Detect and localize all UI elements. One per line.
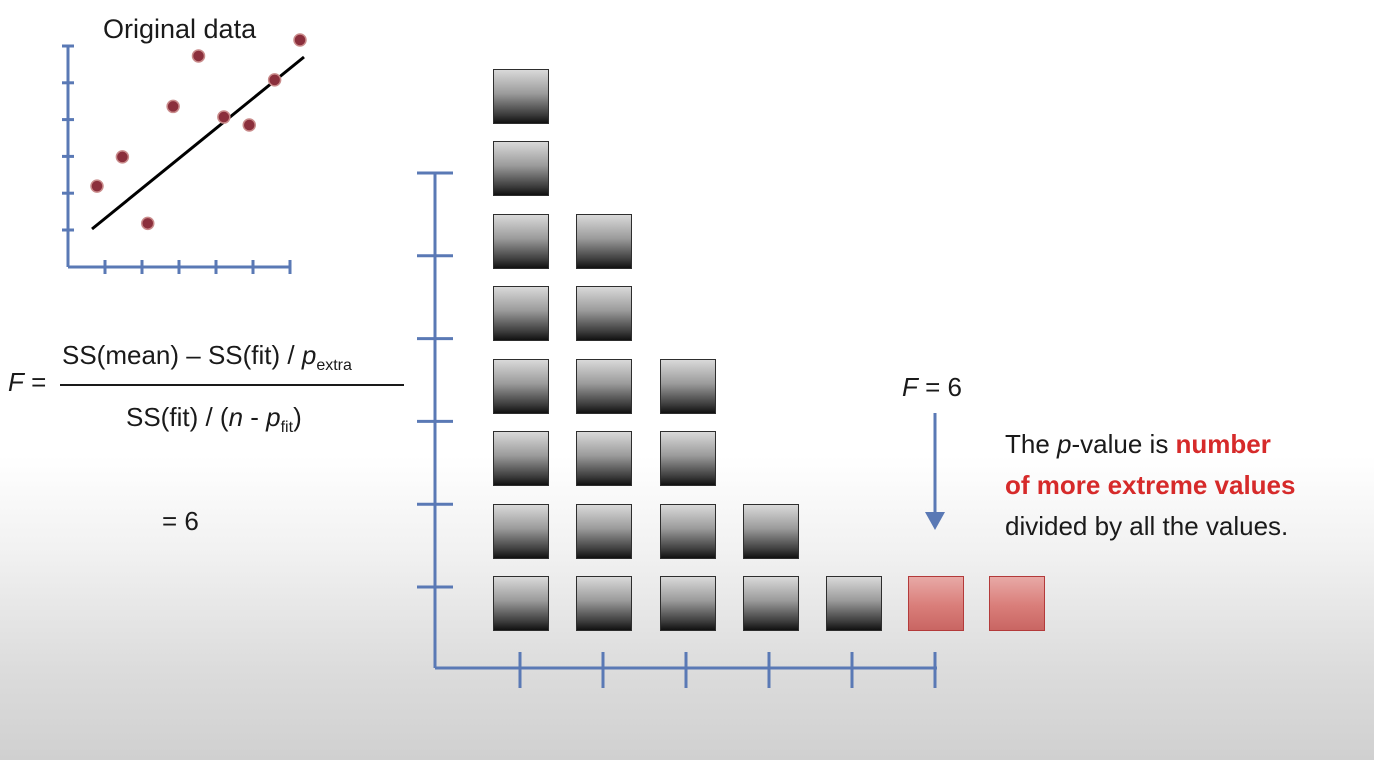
value-box xyxy=(576,503,632,559)
extreme-value-box xyxy=(989,576,1045,631)
p-value-note: The p-value is number of more extreme va… xyxy=(1005,424,1295,547)
value-box xyxy=(576,358,632,414)
regression-line-path xyxy=(91,55,305,231)
down-arrow-icon xyxy=(925,413,945,530)
scatter-point xyxy=(141,216,155,231)
denominator-mid: - xyxy=(243,402,267,432)
arrow-head xyxy=(925,512,945,530)
formula-result: = 6 xyxy=(162,506,199,536)
note-line-2: of more extreme values xyxy=(1005,470,1296,500)
value-box xyxy=(660,358,716,414)
value-box xyxy=(493,141,549,196)
value-box xyxy=(493,576,549,631)
scatter-point xyxy=(217,110,231,124)
f-marker-label: F = 6 xyxy=(902,372,962,403)
value-box xyxy=(493,213,549,269)
scatter-title: Original data xyxy=(103,14,257,44)
f-marker-var: F xyxy=(902,372,918,402)
value-box xyxy=(493,286,549,341)
scatter-point xyxy=(267,73,282,87)
value-box xyxy=(493,431,549,486)
value-box xyxy=(660,576,716,631)
scatter-point xyxy=(242,118,256,132)
formula-lhs-var: F xyxy=(8,367,24,397)
formula-lhs: F = xyxy=(8,367,46,398)
note-highlight-1: number xyxy=(1175,429,1271,459)
formula-denominator: SS(fit) / (n - pfit) xyxy=(126,402,302,437)
value-box xyxy=(576,286,632,341)
denominator-p: p xyxy=(266,402,281,432)
denominator-text: SS(fit) / ( xyxy=(126,402,229,432)
value-box xyxy=(576,213,632,269)
scatter-point xyxy=(115,150,130,164)
note-text-1: The xyxy=(1005,429,1058,459)
numerator-p: p xyxy=(301,340,317,370)
scatter-point xyxy=(90,179,104,193)
value-box xyxy=(493,503,549,559)
value-box xyxy=(576,431,632,486)
extreme-value-box xyxy=(908,576,964,631)
scatter-points xyxy=(90,33,307,231)
note-line-1: The p-value is number xyxy=(1005,424,1295,465)
scatter-point xyxy=(166,99,180,114)
value-box xyxy=(576,576,632,631)
formula-numerator: SS(mean) – SS(fit) / pextra xyxy=(62,340,352,375)
formula-lhs-eq: = xyxy=(23,367,47,397)
numerator-text: SS(mean) – SS(fit) / xyxy=(62,340,302,370)
value-box xyxy=(743,576,799,631)
value-box xyxy=(743,503,799,559)
value-box xyxy=(826,576,882,631)
denominator-n: n xyxy=(228,402,244,432)
regression-line xyxy=(91,55,305,231)
numerator-sub: extra xyxy=(316,357,352,374)
histogram-axis-lines xyxy=(417,171,937,688)
scatter-point xyxy=(293,33,307,47)
denominator-sub: fit xyxy=(280,419,294,436)
note-text-2: -value is xyxy=(1071,429,1176,459)
value-box xyxy=(493,68,549,124)
scatter-axes xyxy=(62,44,292,274)
value-box xyxy=(493,358,549,414)
note-line-3: divided by all the values. xyxy=(1005,511,1289,541)
denominator-close: ) xyxy=(293,402,302,432)
value-box xyxy=(660,431,716,486)
note-p-var: p xyxy=(1057,429,1072,459)
value-box xyxy=(660,503,716,559)
scatter-point xyxy=(191,49,206,63)
f-marker-rest: = 6 xyxy=(917,372,962,402)
